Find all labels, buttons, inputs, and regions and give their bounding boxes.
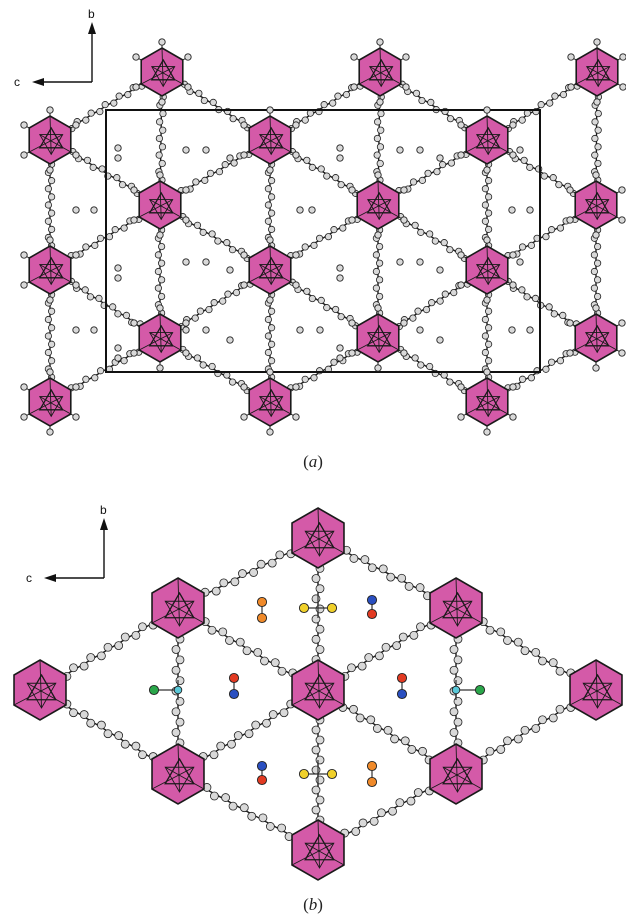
guest-atom	[436, 266, 444, 274]
icosahedron-cluster	[457, 368, 517, 436]
icosahedron-cluster	[291, 819, 345, 881]
guest-atom	[508, 326, 516, 334]
guest-cross-molecule	[298, 594, 338, 618]
axis-label-c: c	[26, 571, 32, 585]
icosahedron-cluster	[291, 659, 345, 721]
guest-molecule	[256, 760, 268, 786]
guest-atom	[226, 266, 234, 274]
guest-molecule	[366, 594, 378, 620]
guest-molecule	[256, 596, 268, 624]
guest-atom	[316, 326, 324, 334]
guest-atom	[336, 154, 344, 162]
guest-atom	[516, 258, 524, 266]
axis-label-b: b	[88, 7, 95, 21]
guest-atom	[436, 336, 444, 344]
guest-atom	[202, 258, 210, 266]
guest-atom	[114, 264, 122, 272]
axis-label-b: b	[100, 503, 107, 517]
guest-atom	[336, 344, 344, 352]
guest-atom	[114, 354, 122, 362]
guest-atom	[396, 258, 404, 266]
icosahedron-cluster	[151, 577, 205, 639]
guest-atom	[114, 344, 122, 352]
icosahedron-cluster	[130, 304, 190, 372]
guest-side-molecule	[451, 680, 486, 700]
guest-atom	[336, 264, 344, 272]
guest-atom	[416, 146, 424, 154]
caption-a: (a)	[303, 452, 323, 471]
guest-atom	[296, 206, 304, 214]
guest-atom	[526, 326, 534, 334]
icosahedron-cluster	[566, 171, 626, 239]
icosahedron-cluster	[13, 659, 67, 721]
icosahedron-cluster	[457, 106, 517, 174]
guest-atom	[436, 154, 444, 162]
guest-atom	[182, 326, 190, 334]
icosahedron-cluster	[130, 171, 190, 239]
guest-atom	[296, 326, 304, 334]
guest-atom	[114, 154, 122, 162]
caption-b: (b)	[303, 895, 323, 914]
icosahedron-cluster	[429, 743, 483, 805]
icosahedron-cluster	[132, 38, 192, 106]
guest-molecule	[366, 760, 378, 788]
linker-chain	[373, 71, 386, 206]
guest-atom	[202, 326, 210, 334]
guest-atom	[396, 146, 404, 154]
guest-molecule	[228, 672, 240, 700]
guest-atom	[308, 206, 316, 214]
guest-atom	[336, 354, 344, 362]
guest-atom	[90, 326, 98, 334]
icosahedron-cluster	[429, 577, 483, 639]
unit-cell-box	[105, 109, 541, 373]
guest-atom	[114, 274, 122, 282]
axis-indicator: bc	[26, 503, 108, 585]
guest-atom	[90, 206, 98, 214]
guest-atom	[226, 336, 234, 344]
guest-atom	[508, 206, 516, 214]
crystal-structure-b: bc	[13, 503, 623, 881]
axis-indicator: bc	[14, 7, 96, 89]
icosahedron-cluster	[240, 236, 300, 304]
caption-b-letter: b	[308, 895, 318, 914]
icosahedron-cluster	[348, 171, 408, 239]
icosahedron-cluster	[20, 236, 80, 304]
guest-molecule	[396, 672, 408, 700]
guest-side-molecule	[148, 680, 183, 700]
icosahedron-cluster	[457, 236, 517, 304]
guest-atom	[72, 206, 80, 214]
icosahedron-cluster	[240, 106, 300, 174]
icosahedron-cluster	[291, 507, 345, 569]
axis-label-c: c	[14, 75, 20, 89]
guest-atom	[114, 144, 122, 152]
guest-atom	[416, 258, 424, 266]
guest-atom	[526, 206, 534, 214]
guest-cross-molecule	[298, 760, 338, 784]
guest-atom	[336, 144, 344, 152]
icosahedron-cluster	[240, 368, 300, 436]
guest-atom	[182, 258, 190, 266]
guest-atom	[202, 146, 210, 154]
guest-atom	[336, 274, 344, 282]
crystal-structure-a: bc	[14, 7, 626, 436]
icosahedron-cluster	[350, 38, 410, 106]
guest-atom	[226, 154, 234, 162]
icosahedron-cluster	[151, 743, 205, 805]
icosahedron-cluster	[20, 368, 80, 436]
guest-atom	[182, 146, 190, 154]
guest-atom	[72, 326, 80, 334]
caption-a-letter: a	[308, 452, 318, 471]
icosahedron-cluster	[567, 38, 626, 106]
icosahedron-cluster	[569, 659, 623, 721]
icosahedron-cluster	[20, 106, 80, 174]
guest-atom	[416, 326, 424, 334]
icosahedron-cluster	[348, 304, 408, 372]
guest-atom	[516, 146, 524, 154]
icosahedron-cluster	[566, 304, 626, 372]
